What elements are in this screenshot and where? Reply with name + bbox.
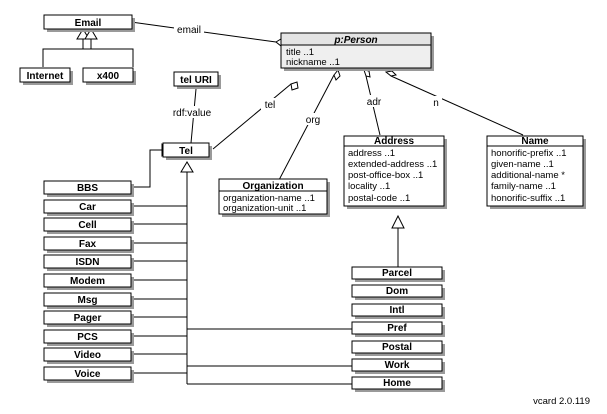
tel-type-label: Car	[79, 202, 96, 213]
class-x400: x400	[82, 67, 136, 85]
class-email-name: Email	[75, 18, 102, 29]
address-type-label: Work	[385, 360, 410, 371]
class-address-name: Address	[374, 136, 414, 147]
tel-branch-lines	[131, 205, 187, 374]
tel-type-car: Car	[43, 199, 134, 216]
address-type-label: Intl	[390, 305, 405, 316]
address-type-label: Dom	[386, 286, 408, 297]
edge-tel-diamond	[290, 81, 299, 91]
class-tel-uri: tel URI	[173, 71, 221, 89]
edge-adr-label: adr	[367, 97, 382, 108]
class-email: Email	[43, 14, 135, 32]
edge-n-label-bg	[430, 96, 442, 108]
edge-adr-diamond	[363, 69, 371, 78]
version-label: vcard 2.0.119	[533, 396, 590, 407]
class-organization: Organization organization-name ..1 organ…	[218, 178, 330, 217]
address-attr: post-office-box ..1	[348, 170, 423, 181]
edge-n-diamond	[384, 70, 398, 77]
edge-org-label-bg	[302, 113, 324, 125]
address-type-label: Postal	[382, 342, 412, 353]
tel-type-label: Pager	[74, 313, 102, 324]
edge-email-label-bg	[174, 23, 204, 35]
edge-rdf-value-label-bg	[171, 106, 213, 118]
class-internet: Internet	[19, 67, 73, 85]
class-tel: Tel	[162, 142, 212, 160]
tel-type-voice: Voice	[43, 366, 134, 383]
tel-type-label: Msg	[78, 295, 98, 306]
person-attr: nickname ..1	[286, 57, 340, 68]
class-address: Address address ..1 extended-address ..1…	[343, 135, 447, 209]
tel-type-modem: Modem	[43, 273, 134, 290]
edge-adr-label-bg	[364, 95, 384, 107]
address-type-label: Parcel	[382, 268, 412, 279]
edge-email-label: email	[177, 25, 201, 36]
address-attr: locality ..1	[348, 181, 390, 192]
edge-org-diamond	[333, 68, 341, 81]
tel-type-msg: Msg	[43, 292, 134, 309]
class-person: p:Person title ..1 nickname ..1	[280, 32, 434, 71]
edge-tel-label: tel	[265, 100, 276, 111]
tel-type-bbs: BBS	[43, 180, 134, 197]
tel-type-label: Cell	[78, 220, 97, 231]
edge-rdf-value-label: rdf:value	[173, 108, 212, 119]
edge-n-line	[390, 75, 524, 136]
edge-tel-line	[212, 83, 292, 150]
tel-type-pager: Pager	[43, 310, 134, 327]
tel-type-pcs: PCS	[43, 329, 134, 346]
tel-type-label: Modem	[70, 276, 105, 287]
tel-type-label: BBS	[77, 183, 98, 194]
address-type-home: Home	[351, 376, 445, 392]
name-attr: honorific-suffix ..1	[491, 193, 565, 204]
edge-bbs-line	[131, 149, 162, 188]
address-type-dom: Dom	[351, 284, 445, 300]
organization-attr: organization-unit ..1	[223, 203, 306, 214]
tel-type-fax: Fax	[43, 236, 134, 253]
class-person-name: p:Person	[333, 35, 377, 46]
address-type-postal: Postal	[351, 340, 445, 356]
address-gen-arrow	[391, 214, 405, 229]
class-organization-name: Organization	[242, 181, 303, 192]
address-attr: extended-address ..1	[348, 159, 437, 170]
address-type-intl: Intl	[351, 303, 445, 319]
class-tel-name: Tel	[179, 146, 193, 157]
name-attr: honorific-prefix ..1	[491, 148, 567, 159]
name-attr: additional-name *	[491, 170, 565, 181]
address-type-label: Pref	[387, 323, 407, 334]
name-attr: given-name ..1	[491, 159, 554, 170]
class-name: Name honorific-prefix ..1 given-name ..1…	[486, 135, 586, 209]
edge-tel-label-bg	[261, 98, 279, 110]
person-attr: title ..1	[286, 47, 314, 58]
organization-attr: organization-name ..1	[223, 193, 315, 204]
address-attr: address ..1	[348, 148, 395, 159]
class-x400-name: x400	[97, 71, 120, 82]
tel-type-cell: Cell	[43, 217, 134, 234]
tel-type-isdn: ISDN	[43, 254, 134, 271]
tel-type-label: Video	[74, 350, 101, 361]
class-tel-uri-name: tel URI	[180, 75, 212, 86]
tel-type-label: PCS	[77, 332, 98, 343]
edge-email-subclass-line	[42, 48, 134, 67]
name-attr: family-name ..1	[491, 181, 556, 192]
edge-org-label: org	[306, 115, 320, 126]
tel-type-label: ISDN	[76, 257, 100, 268]
address-type-parcel: Parcel	[351, 266, 445, 282]
address-type-pref: Pref	[351, 321, 445, 337]
tel-gen-arrow	[180, 161, 194, 173]
edge-org-line	[278, 74, 335, 181]
tel-type-label: Fax	[79, 239, 97, 250]
class-internet-name: Internet	[27, 71, 64, 82]
class-name-name: Name	[521, 136, 549, 147]
edge-n-label: n	[433, 98, 439, 109]
address-attr: postal-code ..1	[348, 193, 410, 204]
tel-type-video: Video	[43, 347, 134, 364]
address-type-label: Home	[383, 378, 411, 389]
tel-type-label: Voice	[75, 369, 101, 380]
address-type-work: Work	[351, 358, 445, 374]
